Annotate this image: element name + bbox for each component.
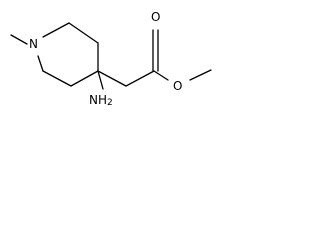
bond-n-methyl — [10, 34, 28, 45]
atom-labels: N NH2 O O — [29, 10, 182, 108]
amine-label: NH2 — [89, 93, 113, 108]
bond-ring-6 — [37, 55, 44, 72]
chemical-structure: N NH2 O O — [10, 10, 212, 108]
ester-oxygen-label: O — [173, 79, 182, 93]
bond-o-methyl — [189, 69, 212, 81]
carbonyl-oxygen-label: O — [151, 10, 160, 24]
amine-subscript: 2 — [107, 98, 113, 108]
bond-ring-2 — [68, 22, 99, 44]
bond-ch2-carbonyl — [125, 70, 155, 87]
amine-nh: NH — [89, 93, 107, 107]
bond-ring-1 — [42, 22, 70, 38]
bond-ring-5 — [42, 70, 72, 87]
bond-carbonyl-o — [153, 70, 169, 81]
bond-c4-amine — [97, 70, 104, 90]
ring-nitrogen-label: N — [29, 37, 38, 51]
bonds — [10, 22, 212, 90]
bond-ring-4 — [70, 70, 99, 87]
bond-c4-ch2 — [97, 70, 127, 87]
